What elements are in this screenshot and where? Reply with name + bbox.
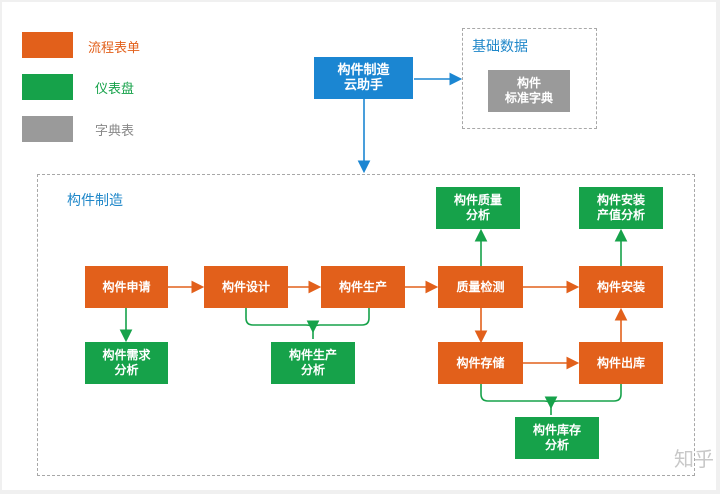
dashboard-quality[interactable]: 构件质量 分析 [436,187,520,229]
basic-data-group [462,28,597,129]
manufacturing-group [37,174,695,476]
process-store[interactable]: 构件存储 [438,342,523,384]
dashboard-install-value[interactable]: 构件安装 产值分析 [579,187,663,229]
legend-swatch-process [22,32,73,58]
basic-data-title: 基础数据 [472,39,528,55]
process-produce[interactable]: 构件生产 [321,266,405,308]
arrow-design-produce-to-production [245,308,370,339]
legend-swatch-dictionary [22,116,73,142]
legend-label-dictionary: 字典表 [95,124,135,139]
manufacturing-title: 构件制造 [67,193,123,209]
dashboard-production[interactable]: 构件生产 分析 [271,342,355,384]
process-install[interactable]: 构件安装 [579,266,663,308]
legend-label-process: 流程表单 [88,41,141,56]
process-apply[interactable]: 构件申请 [85,266,168,308]
assistant-box[interactable]: 构件制造 云助手 [314,57,413,99]
process-outbound[interactable]: 构件出库 [579,342,663,384]
dashboard-demand[interactable]: 构件需求 分析 [85,342,168,384]
watermark: 知乎 [674,447,714,471]
legend-swatch-dashboard [22,74,73,100]
standard-dictionary-box[interactable]: 构件 标准字典 [488,70,570,112]
process-design[interactable]: 构件设计 [204,266,288,308]
process-inspect[interactable]: 质量检测 [438,266,523,308]
dashboard-inventory[interactable]: 构件库存 分析 [515,417,599,459]
legend-label-dashboard: 仪表盘 [95,82,135,97]
arrow-store-outbound-to-inventory [480,384,622,415]
